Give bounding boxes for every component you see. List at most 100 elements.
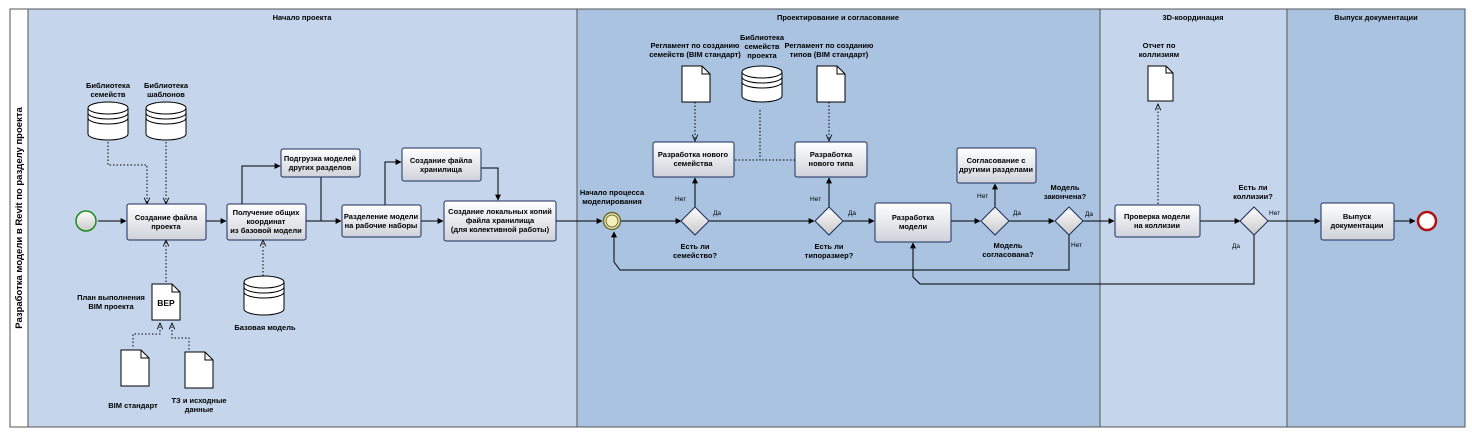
svg-text:BIM стандарт: BIM стандарт xyxy=(108,401,158,410)
task-local-copies[interactable]: Создание локальных копий файла хранилища… xyxy=(443,200,557,242)
svg-text:модели: модели xyxy=(899,222,928,231)
doc-bim-standard: BIM стандарт xyxy=(108,349,158,410)
svg-text:других разделов: других разделов xyxy=(289,163,352,172)
svg-text:типов (BIM стандарт): типов (BIM стандарт) xyxy=(790,50,869,59)
svg-text:коллизии?: коллизии? xyxy=(1233,192,1273,201)
svg-text:другими разделами: другими разделами xyxy=(959,165,1033,174)
svg-text:Отчет по: Отчет по xyxy=(1143,41,1176,50)
svg-text:Нет: Нет xyxy=(977,193,988,200)
svg-text:файла хранилища: файла хранилища xyxy=(466,216,535,225)
doc-reg-families: Регламент по созданию семейств (BIM стан… xyxy=(649,41,741,103)
svg-text:Есть ли: Есть ли xyxy=(815,242,844,251)
task-load-models[interactable]: Подгрузка моделей других разделов xyxy=(280,148,361,178)
doc-bep: BEP План выполнения BIM проекта xyxy=(77,283,181,321)
doc-clash-report: Отчет по коллизиям xyxy=(1139,41,1180,102)
svg-text:Библиотека: Библиотека xyxy=(144,81,189,90)
svg-text:Нет: Нет xyxy=(675,196,686,203)
svg-text:шаблонов: шаблонов xyxy=(147,90,185,99)
svg-text:Разработка нового: Разработка нового xyxy=(658,150,729,159)
svg-text:Да: Да xyxy=(1013,210,1021,217)
svg-text:проекта: проекта xyxy=(151,222,181,231)
svg-text:Проверка модели: Проверка модели xyxy=(1124,212,1190,221)
svg-text:семейств (BIM стандарт): семейств (BIM стандарт) xyxy=(649,50,741,59)
pool-title: Разработка модели в Revit по разделу про… xyxy=(14,107,25,329)
task-approve-sections[interactable]: Согласование с другими разделами xyxy=(956,147,1037,184)
flow-labels: Нет Да Нет Да Нет Да Да Нет Нет Да xyxy=(675,193,1280,250)
end-event xyxy=(1416,210,1438,232)
gateway-has-type[interactable]: Есть ли типоразмер? xyxy=(805,206,854,260)
task-create-file[interactable]: Создание файла проекта xyxy=(126,203,207,241)
svg-text:Нет: Нет xyxy=(1269,210,1280,217)
start-event xyxy=(75,210,97,232)
svg-text:Разделение модели: Разделение модели xyxy=(344,212,419,221)
gateway-model-approved[interactable]: Модель согласована? xyxy=(980,206,1034,259)
svg-text:BIM проекта: BIM проекта xyxy=(88,302,134,311)
svg-text:на рабочие наборы: на рабочие наборы xyxy=(345,221,418,230)
svg-text:BEP: BEP xyxy=(157,298,175,308)
svg-text:Да: Да xyxy=(1085,211,1093,218)
svg-text:закончена?: закончена? xyxy=(1044,192,1087,201)
task-new-type[interactable]: Разработка нового типа xyxy=(794,141,868,178)
svg-text:Начало процесса: Начало процесса xyxy=(580,188,645,197)
svg-text:Нет: Нет xyxy=(1071,242,1082,249)
datastore-lib-families: Библиотека семейств xyxy=(86,81,131,141)
task-dev-model[interactable]: Разработка модели xyxy=(874,202,952,243)
sequence-flows xyxy=(98,159,1416,285)
gateway-has-clash[interactable]: Есть ли коллизии? xyxy=(1233,183,1273,236)
svg-text:проекта: проекта xyxy=(747,51,777,60)
task-release-docs[interactable]: Выпуск документации xyxy=(1320,202,1395,241)
svg-text:коллизиям: коллизиям xyxy=(1139,50,1180,59)
svg-text:Есть ли: Есть ли xyxy=(681,242,710,251)
datastore-lib-templates: Библиотека шаблонов xyxy=(144,81,189,141)
svg-text:хранилища: хранилища xyxy=(420,165,463,174)
svg-text:Да: Да xyxy=(1232,243,1240,250)
svg-text:Создание файла: Создание файла xyxy=(410,156,473,165)
svg-text:План выполнения: План выполнения xyxy=(77,293,145,302)
lane-title-coord: 3D-координация xyxy=(1163,13,1224,22)
svg-text:Библиотека: Библиотека xyxy=(740,33,785,42)
intermediate-event-inner xyxy=(605,214,619,228)
gateway-model-done[interactable]: Модель закончена? xyxy=(1044,183,1087,236)
svg-text:типоразмер?: типоразмер? xyxy=(805,251,854,260)
svg-text:Да: Да xyxy=(848,210,856,217)
svg-text:согласована?: согласована? xyxy=(982,250,1034,259)
svg-text:Создание файла: Создание файла xyxy=(135,213,198,222)
gateway-has-family[interactable]: Есть ли семейство? xyxy=(673,206,718,260)
task-create-storage[interactable]: Создание файла хранилища xyxy=(401,147,482,182)
svg-text:моделирования: моделирования xyxy=(582,197,642,206)
svg-text:Регламент по созданию: Регламент по созданию xyxy=(785,41,875,50)
svg-text:Получение общих: Получение общих xyxy=(233,208,301,217)
svg-text:Разработка: Разработка xyxy=(810,150,853,159)
lane-title-design: Проектирование и согласование xyxy=(777,13,899,22)
svg-text:семейства: семейства xyxy=(673,159,713,168)
svg-text:семейство?: семейство? xyxy=(673,251,718,260)
datastore-lib-project-families: Библиотека семейств проекта xyxy=(740,33,785,103)
task-clash-check[interactable]: Проверка модели на коллизии xyxy=(1114,204,1201,238)
svg-text:Нет: Нет xyxy=(810,196,821,203)
svg-text:ТЗ и исходные: ТЗ и исходные xyxy=(171,396,226,405)
svg-text:Библиотека: Библиотека xyxy=(86,81,131,90)
svg-text:на коллизии: на коллизии xyxy=(1134,221,1180,230)
svg-text:Регламент по созданию: Регламент по созданию xyxy=(651,41,741,50)
associations xyxy=(107,102,1158,350)
svg-text:Создание локальных копий: Создание локальных копий xyxy=(448,207,552,216)
svg-text:семейств: семейств xyxy=(90,90,125,99)
svg-text:документации: документации xyxy=(1330,221,1383,230)
svg-text:Разработка: Разработка xyxy=(892,213,935,222)
svg-text:Подгрузка моделей: Подгрузка моделей xyxy=(284,154,357,163)
svg-text:Базовая модель: Базовая модель xyxy=(234,323,296,332)
task-new-family[interactable]: Разработка нового семейства xyxy=(652,141,735,178)
task-split-model[interactable]: Разделение модели на рабочие наборы xyxy=(341,204,422,238)
svg-text:координат: координат xyxy=(247,217,286,226)
svg-text:семейств: семейств xyxy=(744,42,779,51)
lane-title-start: Начало проекта xyxy=(273,13,333,22)
svg-text:Модель: Модель xyxy=(993,241,1022,250)
lane-title-release: Выпуск документации xyxy=(1334,13,1418,22)
label-modeling-start: Начало процесса моделирования xyxy=(580,188,645,206)
datastore-base-model: Базовая модель xyxy=(234,275,296,332)
task-get-coords[interactable]: Получение общих координат из базовой мод… xyxy=(226,203,307,241)
doc-reg-types: Регламент по созданию типов (BIM стандар… xyxy=(785,41,875,103)
svg-text:Выпуск: Выпуск xyxy=(1343,212,1372,221)
svg-text:Модель: Модель xyxy=(1050,183,1079,192)
svg-text:(для колективной работы): (для колективной работы) xyxy=(451,225,550,234)
